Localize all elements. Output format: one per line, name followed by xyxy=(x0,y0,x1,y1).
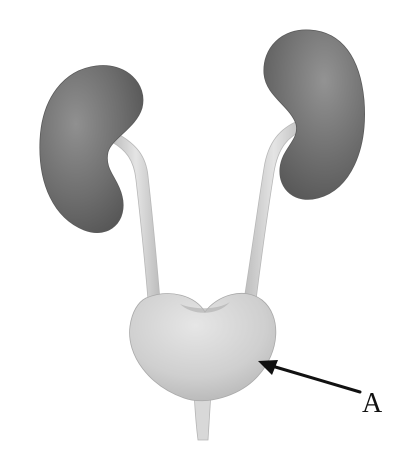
right-kidney xyxy=(264,30,365,200)
label-a: A xyxy=(362,388,383,419)
label-a-arrow-line xyxy=(272,366,360,392)
